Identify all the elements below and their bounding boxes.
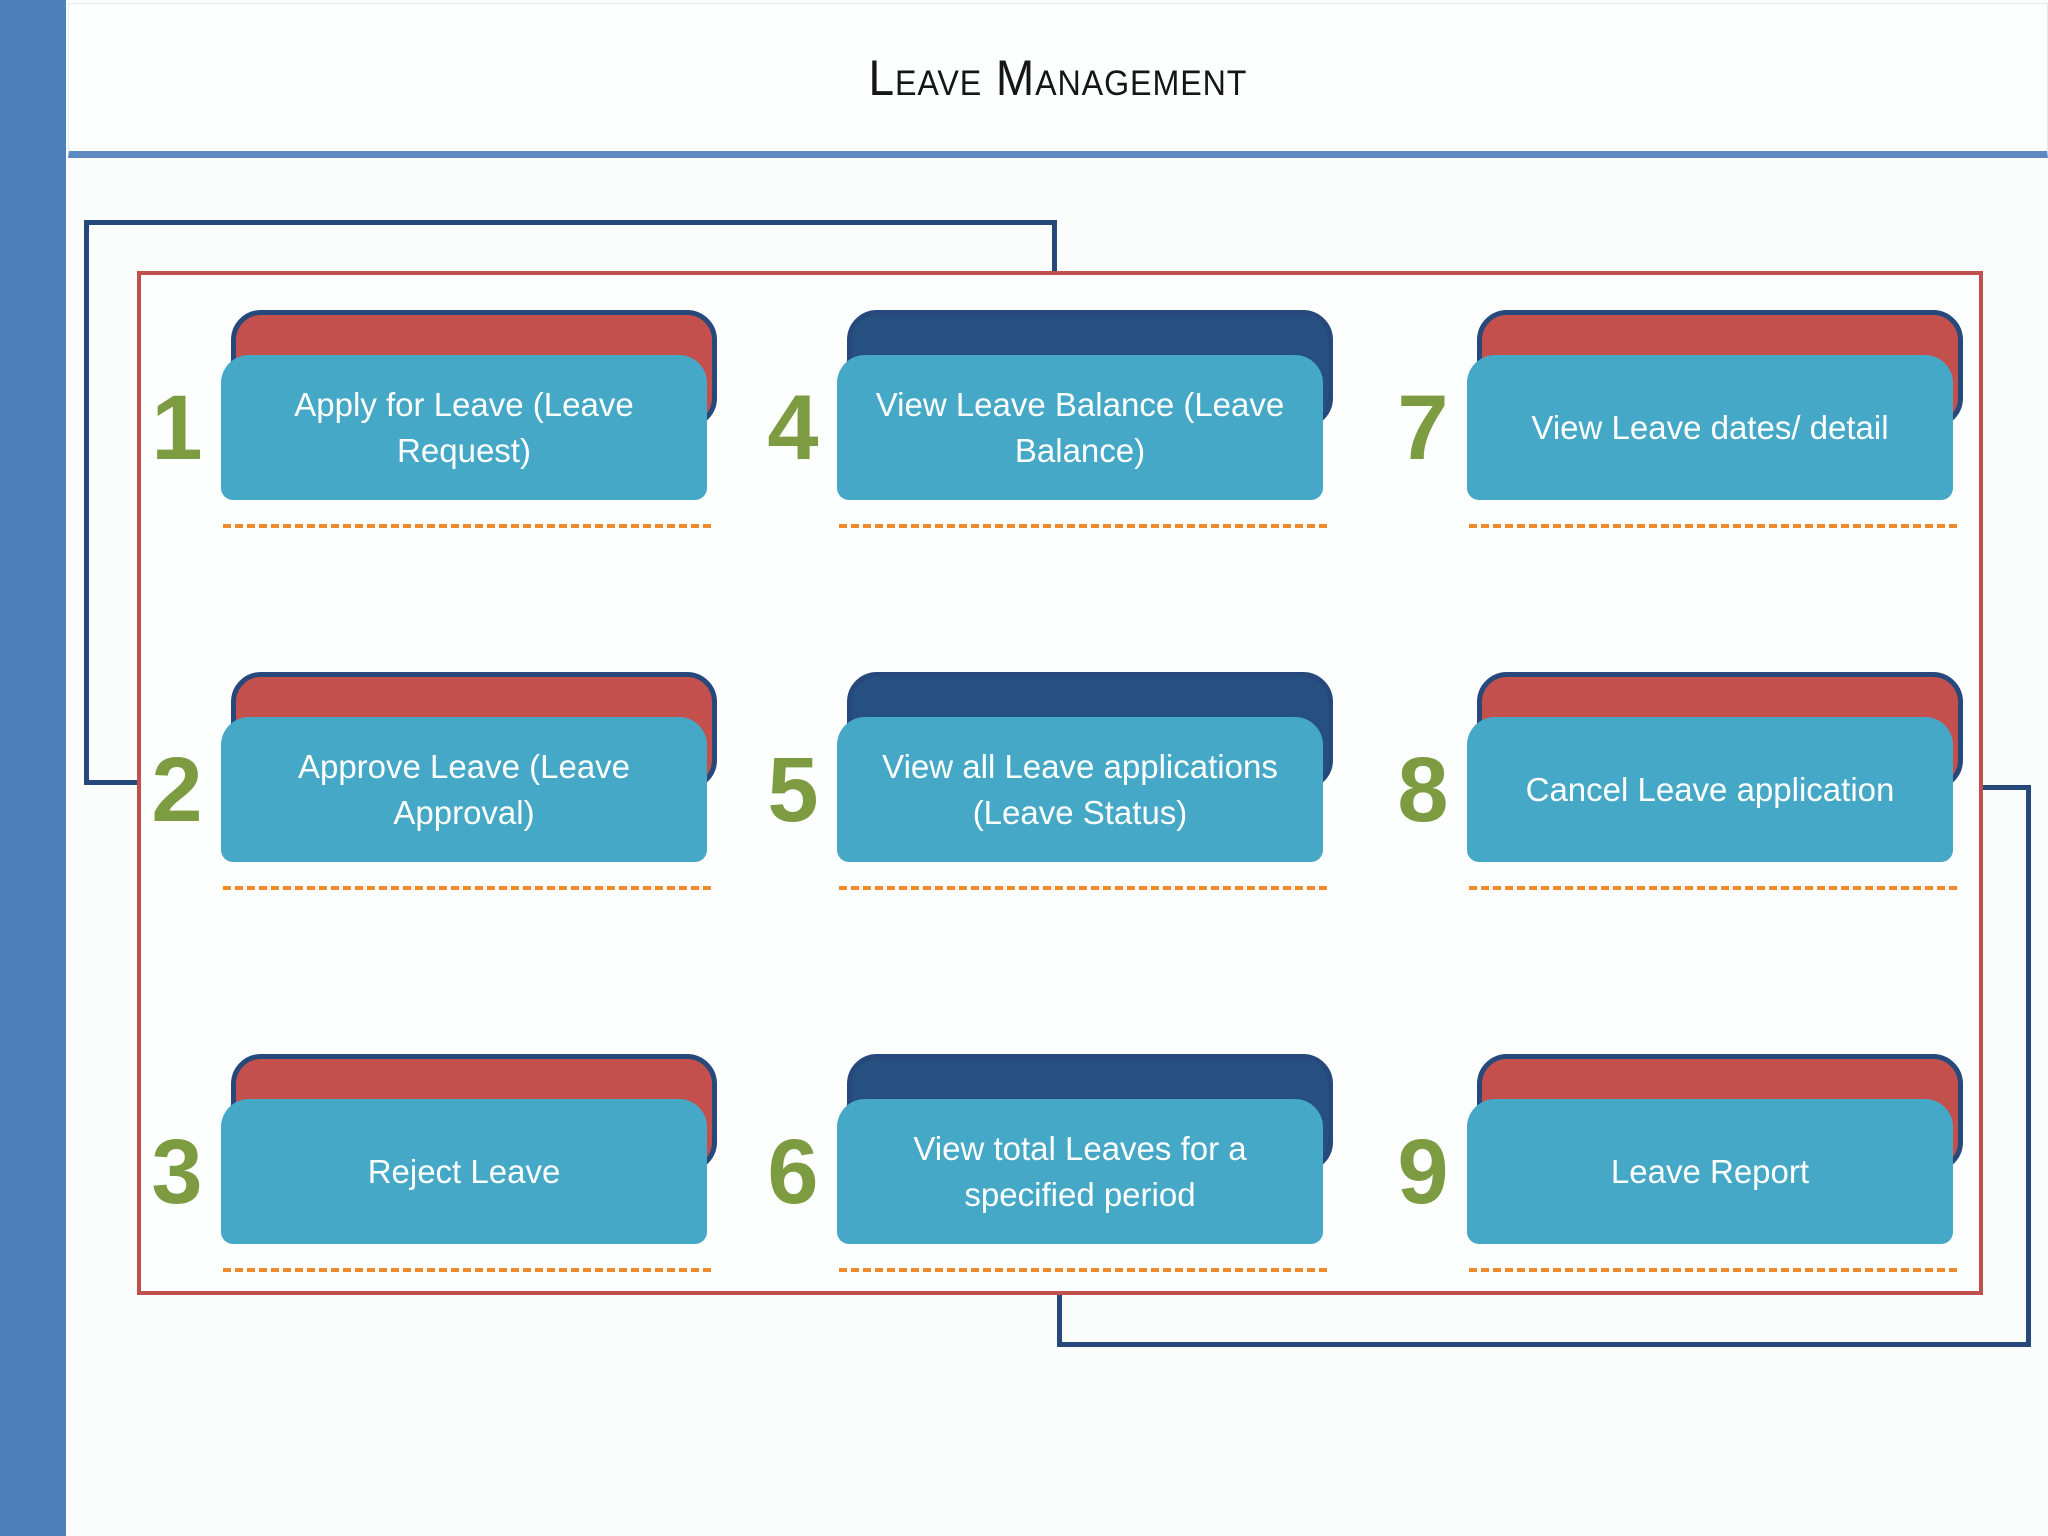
card-number: 5: [767, 738, 819, 841]
card-number: 2: [151, 738, 203, 841]
card-cell-1: 1 Apply for Leave (Leave Request): [141, 310, 721, 536]
card-cell-2: 2 Approve Leave (Leave Approval): [141, 672, 721, 898]
card-body: View Leave dates/ detail: [1467, 355, 1953, 500]
card-body: Approve Leave (Leave Approval): [221, 717, 707, 862]
left-accent-sidebar: [0, 0, 66, 1536]
leave-card: View Leave Balance (Leave Balance): [837, 310, 1333, 536]
card-body: Reject Leave: [221, 1099, 707, 1244]
card-label: Approve Leave (Leave Approval): [297, 747, 631, 831]
leave-card: View Leave dates/ detail: [1467, 310, 1963, 536]
card-number: 7: [1397, 376, 1449, 479]
cards-panel: 1 Apply for Leave (Leave Request) 4 View…: [137, 271, 1983, 1295]
card-cell-9: 9 Leave Report: [1387, 1054, 1967, 1280]
dashed-underline: [839, 1268, 1327, 1272]
dashed-underline: [1469, 524, 1957, 528]
card-number: 9: [1397, 1120, 1449, 1223]
card-body: View total Leaves for a specified period: [837, 1099, 1323, 1244]
card-label: Leave Report: [1610, 1152, 1810, 1190]
dashed-underline: [223, 1268, 711, 1272]
leave-card: View all Leave applications (Leave Statu…: [837, 672, 1333, 898]
card-label: Cancel Leave application: [1525, 770, 1895, 808]
card-number: 8: [1397, 738, 1449, 841]
card-label: Apply for Leave (Leave Request): [294, 385, 634, 469]
leave-card: View total Leaves for a specified period: [837, 1054, 1333, 1280]
dashed-underline: [223, 886, 711, 890]
card-label: View Leave dates/ detail: [1531, 408, 1889, 446]
card-number: 1: [151, 376, 203, 479]
card-body: Cancel Leave application: [1467, 717, 1953, 862]
title-bar: Leave Management: [68, 3, 2048, 158]
leave-card: Cancel Leave application: [1467, 672, 1963, 898]
dashed-underline: [839, 524, 1327, 528]
leave-card: Apply for Leave (Leave Request): [221, 310, 717, 536]
card-number: 4: [767, 376, 819, 479]
leave-card: Approve Leave (Leave Approval): [221, 672, 717, 898]
card-body: Apply for Leave (Leave Request): [221, 355, 707, 500]
card-cell-7: 7 View Leave dates/ detail: [1387, 310, 1967, 536]
card-cell-8: 8 Cancel Leave application: [1387, 672, 1967, 898]
card-number: 3: [151, 1120, 203, 1223]
leave-card: Leave Report: [1467, 1054, 1963, 1280]
card-cell-5: 5 View all Leave applications (Leave Sta…: [757, 672, 1337, 898]
card-label: View all Leave applications (Leave Statu…: [882, 747, 1278, 831]
card-cell-6: 6 View total Leaves for a specified peri…: [757, 1054, 1337, 1280]
card-number: 6: [767, 1120, 819, 1223]
card-label: Reject Leave: [367, 1152, 561, 1190]
dashed-underline: [223, 524, 711, 528]
card-cell-3: 3 Reject Leave: [141, 1054, 721, 1280]
leave-card: Reject Leave: [221, 1054, 717, 1280]
card-cell-4: 4 View Leave Balance (Leave Balance): [757, 310, 1337, 536]
card-label: View total Leaves for a specified period: [913, 1129, 1247, 1213]
card-body: View all Leave applications (Leave Statu…: [837, 717, 1323, 862]
dashed-underline: [1469, 1268, 1957, 1272]
page-title: Leave Management: [868, 49, 1248, 106]
card-body: View Leave Balance (Leave Balance): [837, 355, 1323, 500]
card-body: Leave Report: [1467, 1099, 1953, 1244]
dashed-underline: [839, 886, 1327, 890]
dashed-underline: [1469, 886, 1957, 890]
card-label: View Leave Balance (Leave Balance): [875, 385, 1285, 469]
